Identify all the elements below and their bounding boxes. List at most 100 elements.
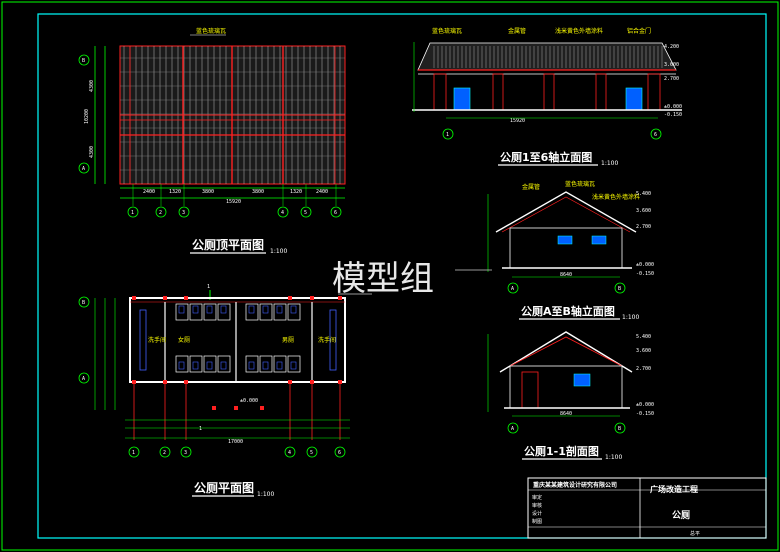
floor-center-level: ±0.000 <box>240 398 258 404</box>
section-level-2: 3.600 <box>636 348 651 354</box>
roof-axis-bubble <box>127 206 139 218</box>
roof-dim-4: 3800 <box>252 189 264 195</box>
section-scale: 1:100 <box>605 454 622 461</box>
section-level-3: 2.700 <box>636 366 651 372</box>
side-level-5: -0.150 <box>636 271 654 277</box>
section-level-1: 5.400 <box>636 334 651 340</box>
roof-axis-bubble <box>330 206 342 218</box>
roof-axis-label: 4 <box>281 210 284 216</box>
floor-overall-width: 17000 <box>228 439 243 445</box>
floor-axis-bubble <box>334 446 346 458</box>
front-elevation: 蓝色琉璃瓦 金属管 浅米黄色外墙涂料 铝合金门 4.200 3.600 2.70… <box>412 27 682 167</box>
floor-axis-label: 3 <box>184 450 187 456</box>
floor-axis-bubble <box>128 446 140 458</box>
front-axis-6: 6 <box>654 132 657 138</box>
roof-dim-3: 3800 <box>202 189 214 195</box>
toilet-fixture <box>206 361 213 370</box>
toilet-fixture <box>290 361 297 370</box>
section-level-5: -0.150 <box>636 411 654 417</box>
stall-bottom-right <box>287 355 301 373</box>
toilet-fixture <box>290 305 297 314</box>
front-label-tile: 蓝色琉璃瓦 <box>432 27 462 35</box>
side-level-2: 3.600 <box>636 208 651 214</box>
stall-bottom-right <box>259 355 273 373</box>
room-label-3: 男厕 <box>282 337 294 344</box>
front-label-door: 铝合金门 <box>627 27 651 35</box>
roof-axis-label: 2 <box>159 210 162 216</box>
column-marker <box>234 406 238 410</box>
roof-axis-bubble <box>277 206 289 218</box>
roof-left-total: 10200 <box>84 109 90 124</box>
stall-top-right <box>287 303 301 321</box>
title-row-3: 设计 <box>532 510 542 517</box>
stall-bottom-left <box>217 355 231 373</box>
toilet-fixture <box>220 361 227 370</box>
toilet-fixture <box>206 305 213 314</box>
roof-dim-5: 1320 <box>290 189 302 195</box>
floor-section-mark-top: 1 <box>207 284 210 290</box>
column-marker <box>288 380 292 384</box>
front-label-pipe: 金属管 <box>508 27 526 35</box>
roof-plan-scale: 1:100 <box>270 248 287 255</box>
section-level-4: ±0.000 <box>636 402 654 408</box>
front-overall-width: 15920 <box>510 118 525 124</box>
front-level-3: 2.700 <box>664 76 679 82</box>
column-marker <box>338 296 342 300</box>
stalls-bottom <box>175 355 301 373</box>
roof-axis-label: 6 <box>334 210 337 216</box>
floor-section-mark-bottom: 1 <box>199 426 202 432</box>
roof-axis-label: 1 <box>131 210 134 216</box>
side-level-1: 5.400 <box>636 191 651 197</box>
roof-left-dim-1: 4300 <box>89 80 95 92</box>
toilet-fixture <box>220 305 227 314</box>
toilet-fixture <box>276 361 283 370</box>
stall-bottom-left <box>203 355 217 373</box>
roof-plan-title: 公厕顶平面图 <box>192 237 264 252</box>
side-label-tile: 蓝色琉璃瓦 <box>565 180 595 188</box>
column-marker <box>260 406 264 410</box>
floor-axis-a: A <box>82 376 85 382</box>
side-width: 8640 <box>560 272 572 278</box>
column-marker <box>163 296 167 300</box>
roof-axis-a: A <box>82 166 85 172</box>
roof-axis-label: 3 <box>182 210 185 216</box>
side-label-paint: 浅米黄色外墙涂料 <box>592 193 640 201</box>
roof-axis-bubble <box>155 206 167 218</box>
roof-axis-bubble <box>300 206 312 218</box>
floor-axis-label: 5 <box>310 450 313 456</box>
section-width: 8640 <box>560 411 572 417</box>
toilet-fixture <box>276 305 283 314</box>
section-axis-b: B <box>618 426 621 432</box>
room-label-1: 洗手间 <box>148 336 166 344</box>
front-elevation-scale: 1:100 <box>601 160 618 167</box>
front-level-4: ±0.000 <box>664 104 682 110</box>
side-elevation-scale: 1:100 <box>622 314 639 321</box>
column-marker <box>310 380 314 384</box>
title-block-footer: 总平 <box>690 530 700 537</box>
column-marker <box>163 380 167 384</box>
stall-top-right <box>273 303 287 321</box>
column-marker <box>310 296 314 300</box>
floor-plan-title: 公厕平面图 <box>194 480 254 495</box>
roof-top-label: 蓝色琉璃瓦 <box>196 27 226 35</box>
floor-axis-label: 2 <box>163 450 166 456</box>
title-row-4: 制图 <box>532 518 542 525</box>
room-label-2: 女厕 <box>178 336 190 344</box>
room-label-4: 洗手间 <box>318 336 336 344</box>
toilet-fixture <box>178 305 185 314</box>
section-title: 公厕1-1剖面图 <box>524 444 599 458</box>
title-row-2: 审核 <box>532 502 542 509</box>
stall-bottom-right <box>273 355 287 373</box>
front-level-2: 3.600 <box>664 62 679 68</box>
floor-axis-b: B <box>82 300 85 306</box>
toilet-fixture <box>262 305 269 314</box>
front-label-paint: 浅米黄色外墙涂料 <box>555 27 603 35</box>
toilet-fixture <box>192 305 199 314</box>
watermark-text: 模型组 <box>332 259 434 299</box>
toilet-fixture <box>262 361 269 370</box>
roof-dim-6: 2400 <box>316 189 328 195</box>
roof-axis-b: B <box>82 58 85 64</box>
title-block-drawing: 公厕 <box>672 510 690 521</box>
